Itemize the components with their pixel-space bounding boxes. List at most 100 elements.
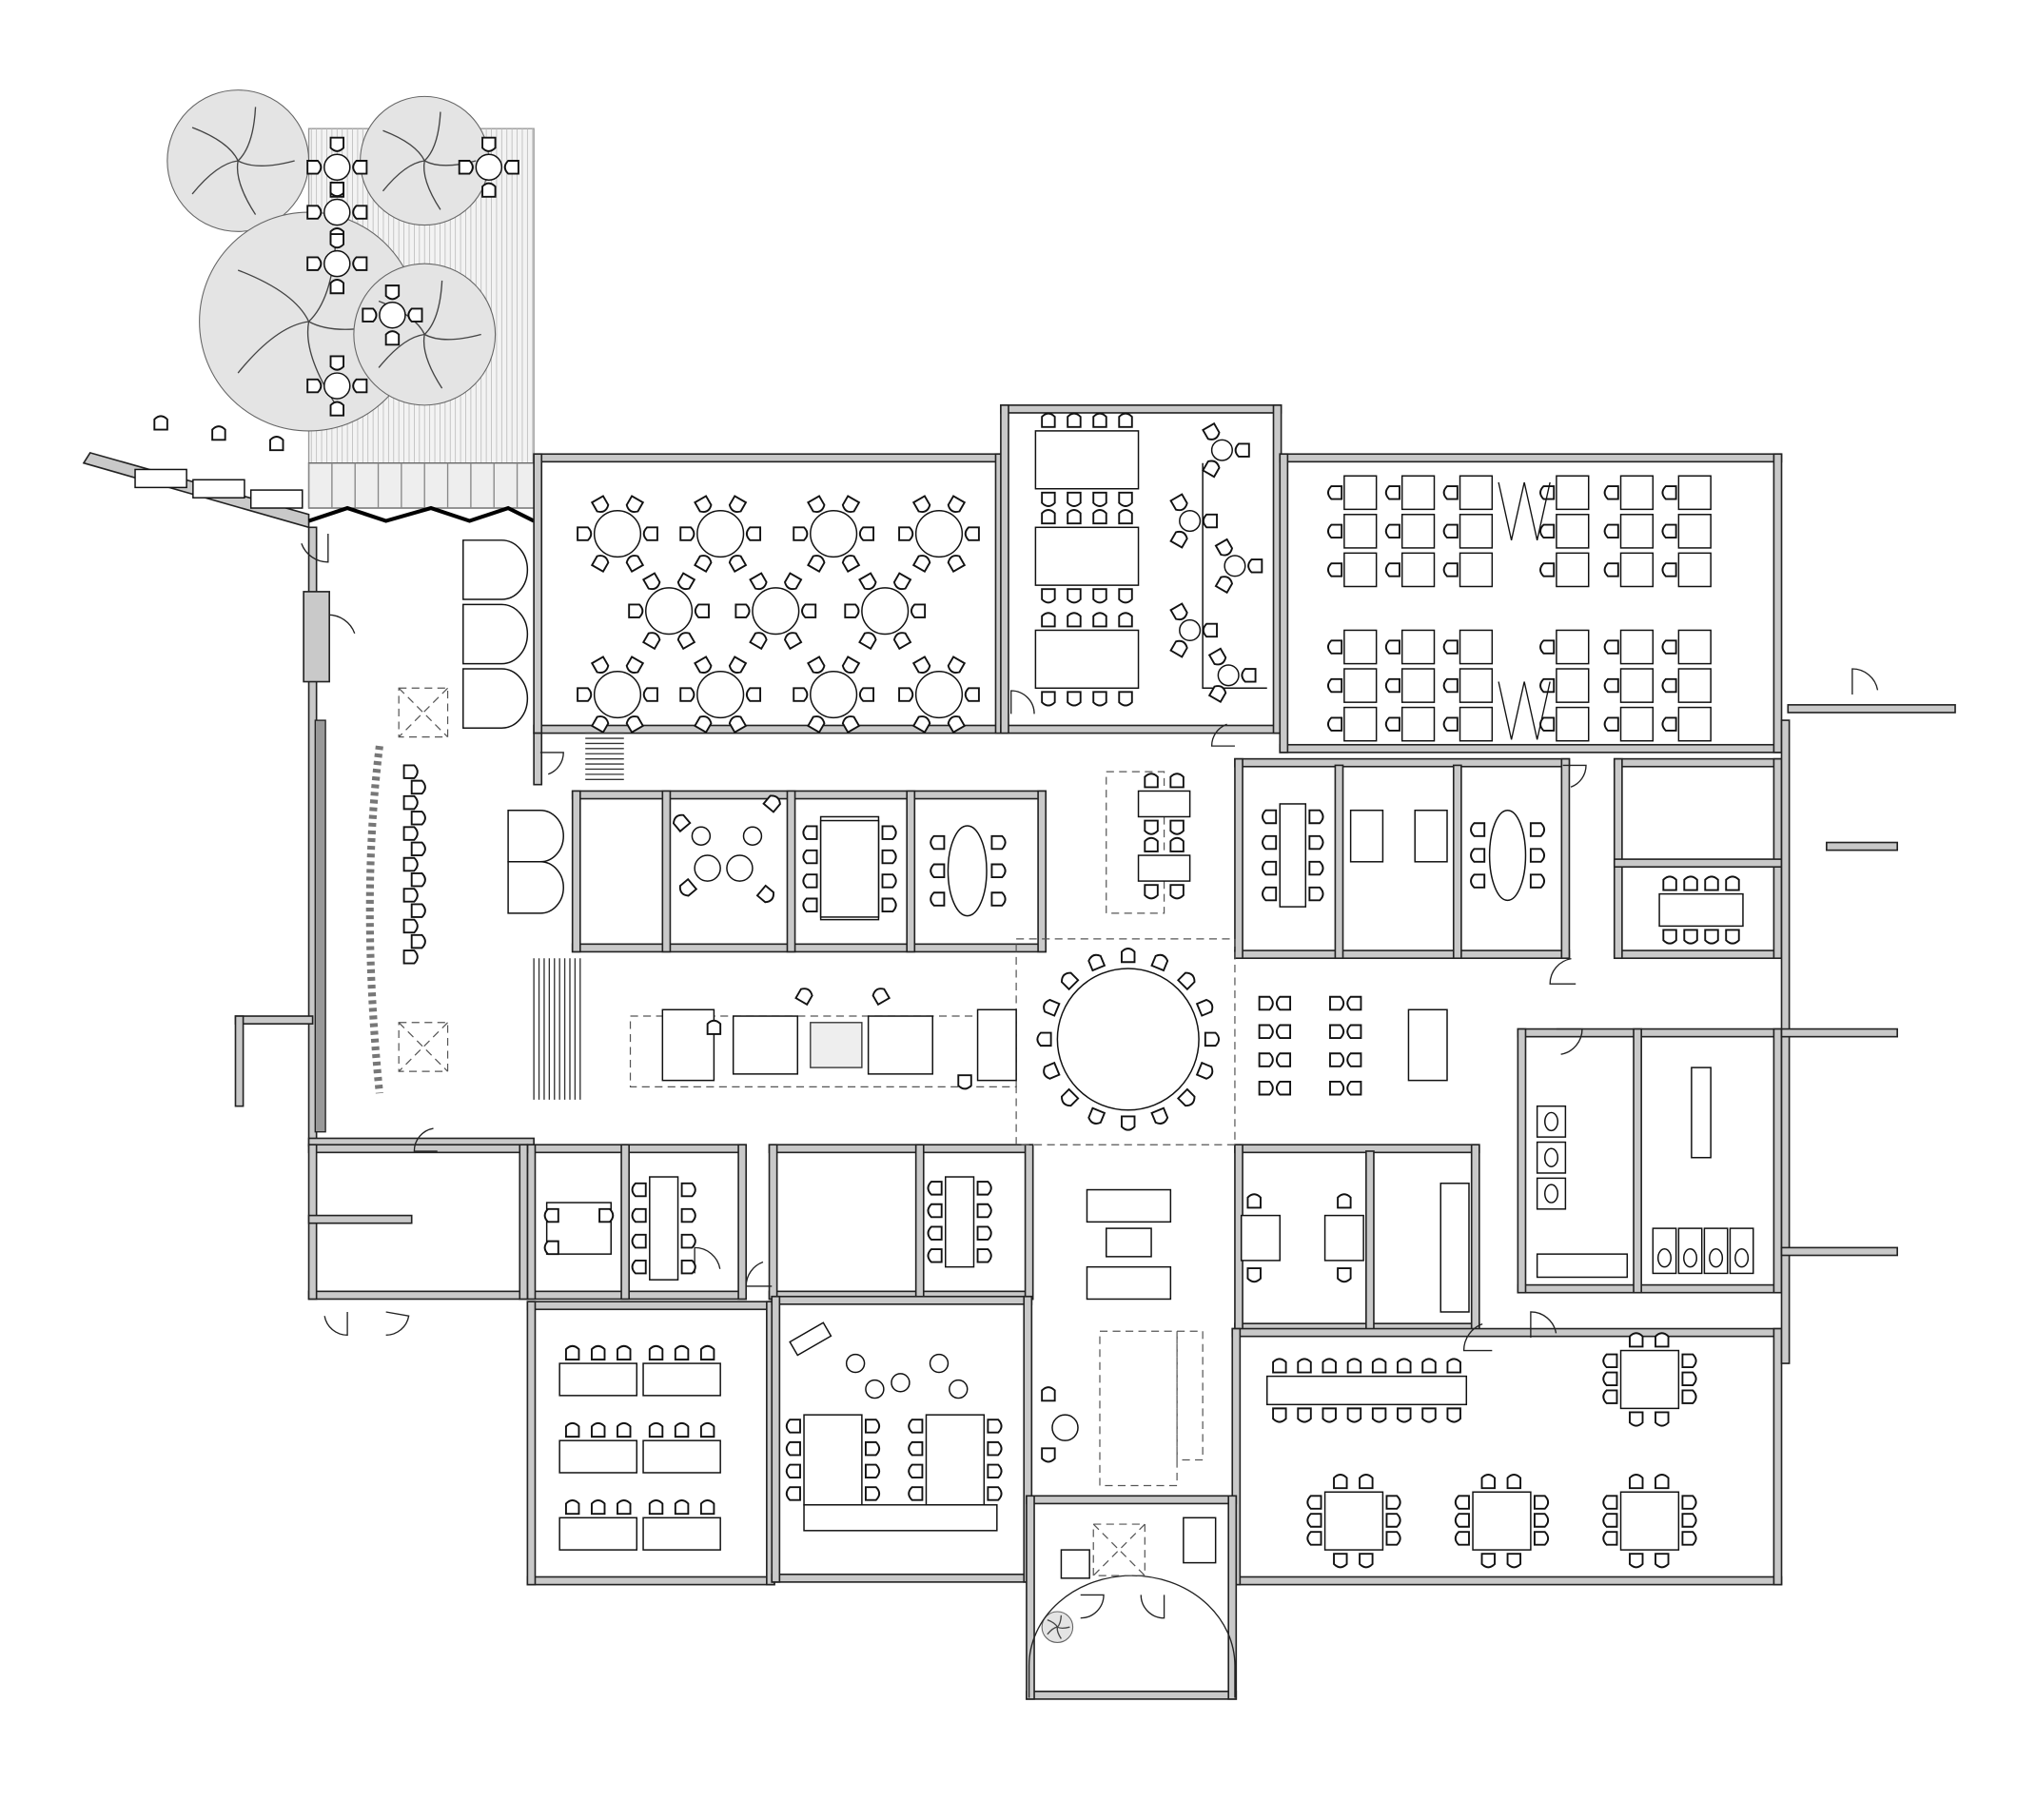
round-table <box>1224 555 1246 577</box>
chair <box>1258 1052 1274 1067</box>
chair <box>1087 953 1106 972</box>
desk <box>1323 1214 1364 1262</box>
chair-seat <box>1384 562 1400 577</box>
chair <box>976 1203 992 1219</box>
chair <box>1118 612 1133 628</box>
chair <box>410 872 426 888</box>
chair-seat <box>1202 460 1221 479</box>
chair <box>1602 1495 1618 1510</box>
chair <box>1506 1553 1522 1569</box>
toilet <box>1734 1247 1750 1268</box>
chair <box>631 1182 647 1198</box>
chair-seat <box>1327 677 1343 694</box>
chair-seat <box>577 687 593 702</box>
chair <box>1308 834 1324 851</box>
round-table <box>691 826 712 846</box>
chair-seat <box>1529 873 1546 889</box>
chair <box>1246 1267 1262 1283</box>
toilet <box>1656 1247 1672 1268</box>
chair <box>871 988 891 1007</box>
chair <box>749 572 768 591</box>
chair-seat <box>362 307 378 323</box>
round-table <box>323 372 351 400</box>
chair-seat <box>807 555 826 574</box>
chair <box>908 1440 924 1457</box>
chair-seat <box>402 918 419 934</box>
chair-seat <box>641 572 661 591</box>
chair-seat <box>807 656 826 674</box>
chair-seat <box>1539 639 1556 655</box>
chair <box>1043 998 1061 1017</box>
chair-seat <box>1603 485 1619 500</box>
rug <box>810 1022 863 1068</box>
chair <box>625 495 645 513</box>
tree-branch <box>308 238 337 323</box>
chair <box>1704 875 1719 891</box>
door-swing <box>385 1311 410 1336</box>
chair <box>625 656 645 674</box>
chair-seat <box>908 1419 924 1434</box>
chair-seat <box>1384 716 1400 732</box>
chair-seat <box>1329 995 1345 1011</box>
chair-seat <box>1655 1332 1670 1348</box>
chair-seat <box>990 863 1007 878</box>
chair-seat <box>625 715 645 734</box>
chair <box>617 1344 632 1360</box>
chair <box>617 1499 632 1516</box>
chair <box>1384 677 1400 694</box>
chair <box>793 526 809 541</box>
chair <box>987 1463 1003 1478</box>
chair-seat <box>908 1463 924 1478</box>
chair-seat <box>1144 884 1159 900</box>
chair-seat <box>631 1259 647 1275</box>
chair <box>1603 562 1619 577</box>
chair-seat <box>590 495 610 513</box>
door-swing <box>327 614 356 643</box>
chair <box>680 1207 696 1223</box>
chair <box>801 603 817 618</box>
desk <box>1414 809 1448 863</box>
chair-seat <box>1446 1407 1461 1423</box>
chair-seat <box>1207 685 1227 704</box>
chair-seat <box>1359 1553 1374 1569</box>
chair <box>694 715 713 734</box>
chair-seat <box>402 794 419 811</box>
chair-seat <box>1661 677 1677 694</box>
chair <box>927 1181 943 1196</box>
chair-seat <box>1041 491 1056 507</box>
chair-seat <box>1327 562 1343 577</box>
chair-seat <box>1308 809 1324 825</box>
chair-seat <box>911 555 931 574</box>
round-table <box>323 198 351 226</box>
wall <box>1037 790 1048 953</box>
chair <box>1118 588 1133 604</box>
wall <box>1517 1027 1783 1038</box>
chair <box>1681 1371 1697 1386</box>
chair <box>1533 1495 1550 1510</box>
chair <box>699 1421 715 1438</box>
chair-seat <box>694 603 710 618</box>
doors <box>301 534 1879 1698</box>
chair <box>898 526 914 541</box>
chair <box>964 687 980 702</box>
chair-seat <box>306 205 323 220</box>
chair-seat <box>1258 1024 1274 1039</box>
chair <box>802 897 818 912</box>
chair <box>1118 691 1133 707</box>
chair-seat <box>269 436 284 452</box>
desk <box>1677 514 1712 549</box>
wall <box>533 453 1005 463</box>
chair <box>577 526 593 541</box>
chair-seat <box>1346 1024 1362 1039</box>
chair-seat <box>1067 588 1082 604</box>
chair-seat <box>1118 491 1133 507</box>
chair-seat <box>1144 819 1159 835</box>
tree-branch <box>237 160 295 167</box>
chair <box>1195 1061 1214 1080</box>
chair-seat <box>1169 773 1185 789</box>
desk <box>1343 475 1378 511</box>
chair-seat <box>1204 1031 1220 1047</box>
conference-table <box>1279 803 1307 908</box>
chair <box>329 136 344 152</box>
chair <box>590 555 610 574</box>
